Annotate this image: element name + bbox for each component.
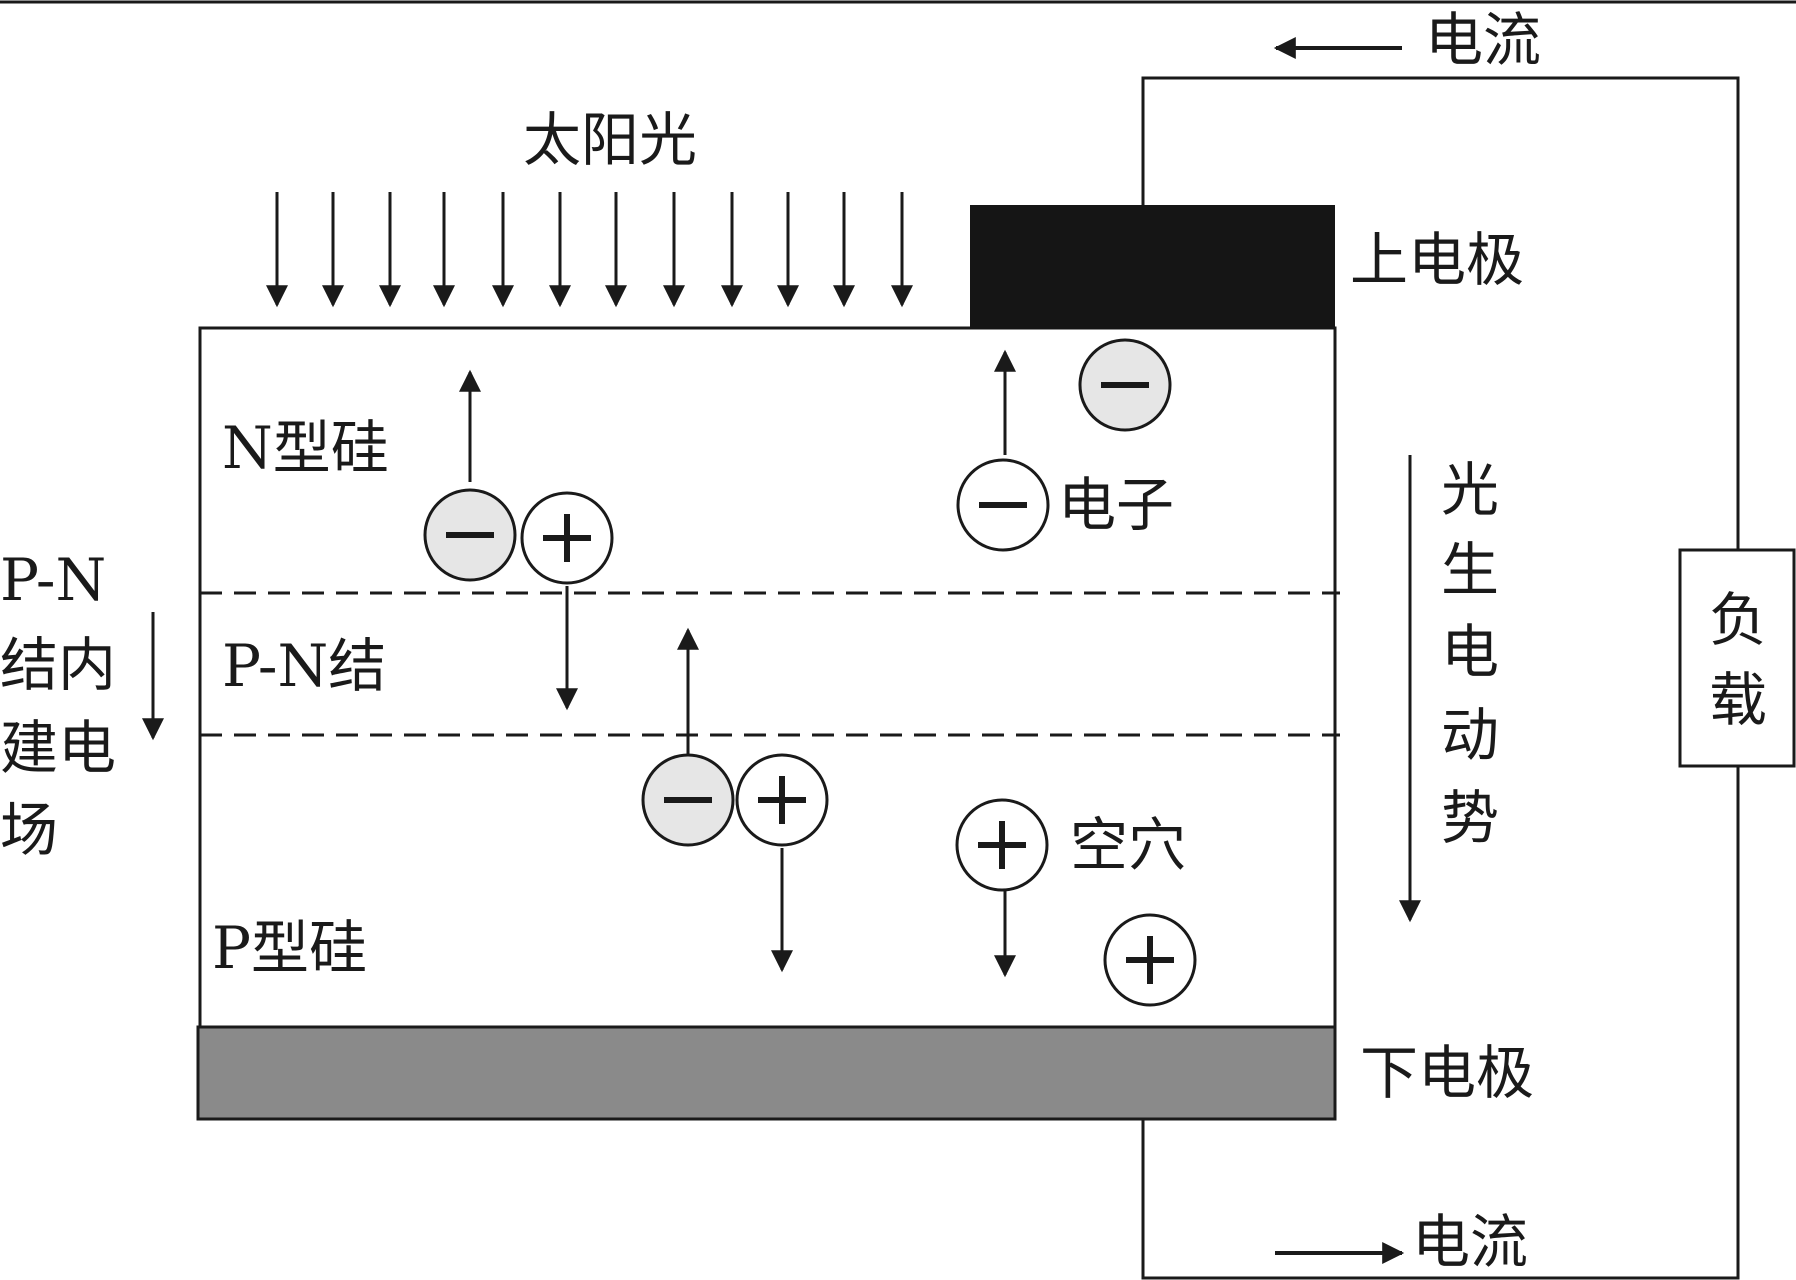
bottom-electrode-label: 下电极 [1360,1039,1534,1107]
hole-legend-carrier [955,798,1049,892]
load-label-1: 负 [1709,586,1767,654]
electron-legend-carrier [956,458,1050,552]
photo-emf-label-2: 生 [1441,536,1499,604]
builtin-field-label-3: 建电 [0,714,116,782]
bottom-electrode [196,1025,1337,1121]
load-label-2: 载 [1709,666,1767,734]
sunlight-label: 太阳光 [523,106,697,174]
electron-carrier [641,753,735,847]
load-box [1678,548,1796,768]
current-top-label: 电流 [1425,6,1541,74]
photo-emf-label-1: 光 [1441,456,1499,524]
p-silicon-label: P型硅 [212,914,367,982]
photo-emf-label-4: 动 [1441,701,1499,769]
top-electrode-label: 上电极 [1350,226,1524,294]
cell-body [198,326,1337,1030]
circuit-wire-top [1141,76,1740,550]
sunlight-arrows [266,192,913,308]
builtin-field-label-4: 场 [0,796,58,864]
hole-carrier [1103,913,1197,1007]
electron-carrier [1078,338,1172,432]
builtin-field-label-1: P-N [0,546,106,614]
n-silicon-label: N型硅 [222,414,389,482]
pn-junction-label: P-N结 [222,632,386,700]
hole-carrier [735,753,829,847]
circuit-wire-bottom [1141,766,1740,1280]
hole-carrier [520,491,614,585]
photo-emf-label-5: 势 [1441,784,1499,852]
top-electrode [970,205,1335,329]
hole-label: 空穴 [1070,811,1186,879]
electron-carrier [423,488,517,582]
builtin-field-label-2: 结内 [0,631,116,699]
electron-label: 电子 [1058,471,1174,539]
photo-emf-label-3: 电 [1441,618,1499,686]
current-bottom-label: 电流 [1412,1208,1528,1276]
